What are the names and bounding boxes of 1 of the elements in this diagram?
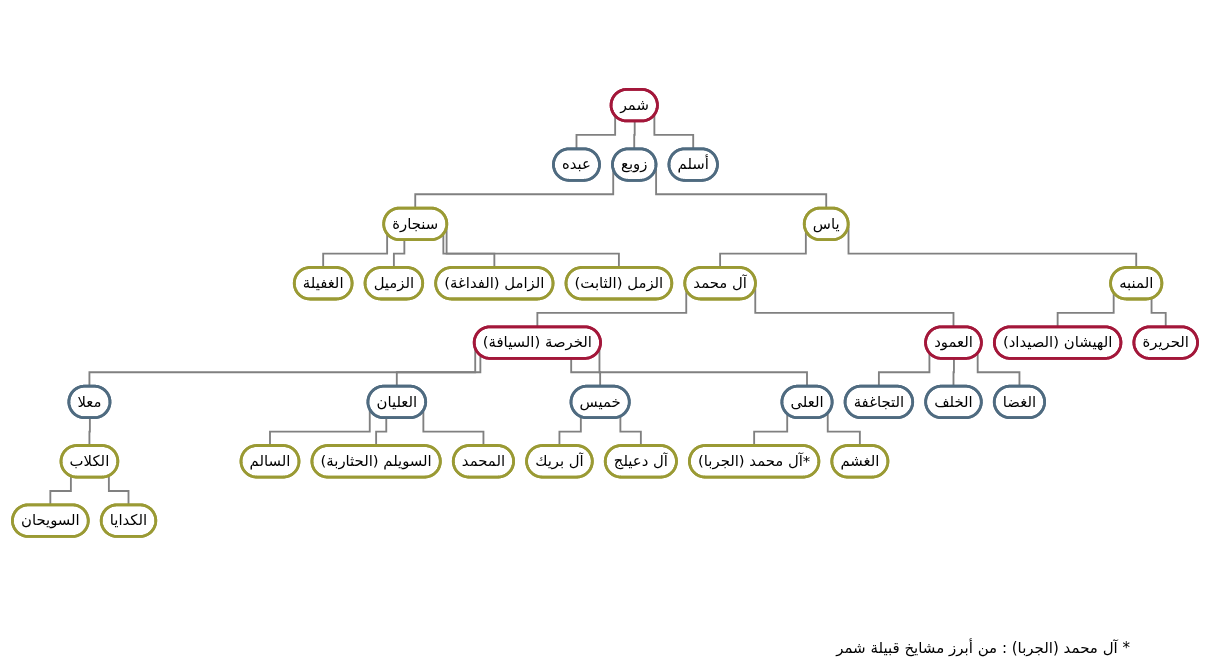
footnote: * آل محمد (الجربا) : من أبرز مشايخ قبيلة شمر: [836, 639, 1130, 657]
